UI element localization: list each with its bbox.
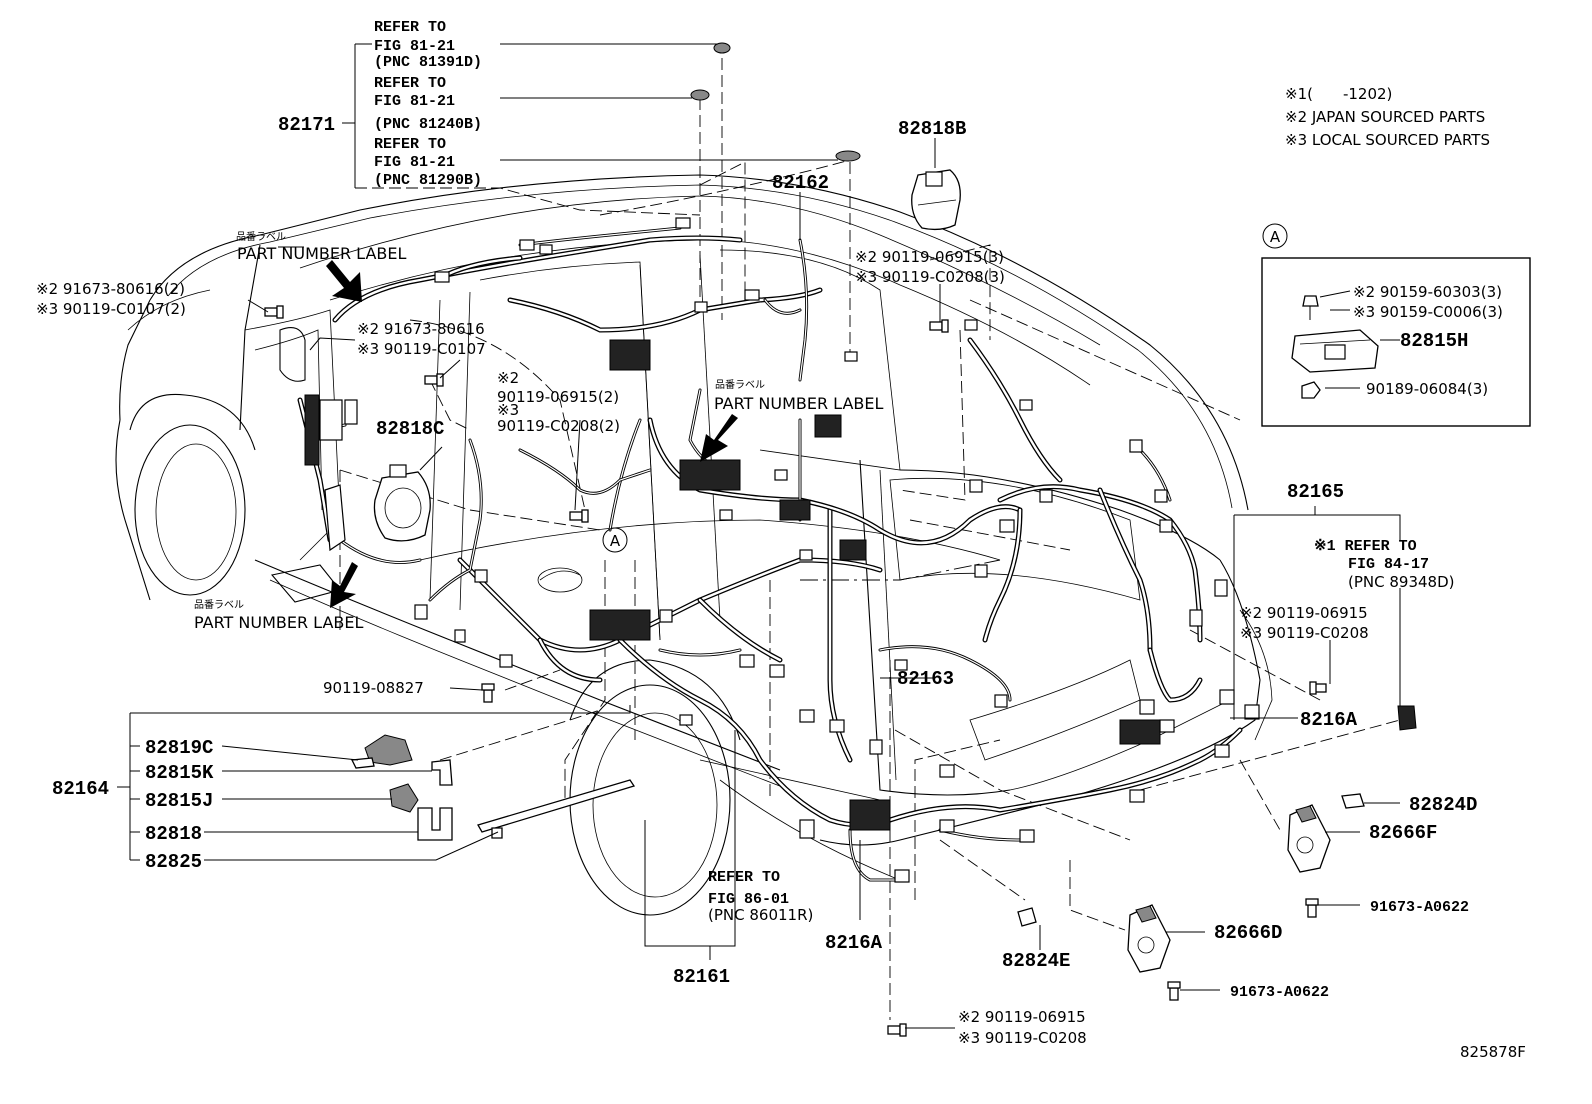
refer-82165-line-3: (PNC 89348D) <box>1348 573 1454 591</box>
part-number-label-3: PART NUMBER LABEL <box>194 613 363 632</box>
fastener-9: 91673-A0622 <box>1230 984 1329 1001</box>
part-82164-label: 82164 <box>52 778 109 800</box>
fastener-5a: ※2 90159-60303(3) <box>1353 283 1502 301</box>
jp-label-3: 品番ラベル <box>194 599 244 611</box>
fastener-2a: ※2 91673-80616 <box>357 320 485 338</box>
part-82818B-sensor <box>911 169 961 231</box>
fastener-3b: 90119-06915(2) <box>497 388 619 406</box>
refer-82161-line-3: (PNC 86011R) <box>708 906 813 924</box>
refer-82161-line-1: REFER TO <box>708 869 780 886</box>
wiring-harness-tailgate-82165 <box>967 337 1203 703</box>
part-82824E-label: 82824E <box>1002 950 1070 972</box>
part-82165-clip <box>1397 705 1417 731</box>
harness-connectors <box>304 217 1260 883</box>
legend-note-2: ※2 JAPAN SOURCED PARTS <box>1285 108 1485 126</box>
part-8216A-right-label: 8216A <box>1300 709 1358 731</box>
part-82818C-label: 82818C <box>376 418 444 440</box>
part-82819C-label: 82819C <box>145 737 213 759</box>
part-82815J <box>389 783 419 813</box>
part-82666D-sensor <box>1127 904 1171 973</box>
fastener-2b: ※3 90119-C0107 <box>357 340 486 358</box>
refer-1-line-3: (PNC 81391D) <box>374 54 482 71</box>
part-82818C-sensor <box>373 464 431 542</box>
part-82824E <box>1017 907 1037 927</box>
refer-2-line-3: (PNC 81240B) <box>374 116 482 133</box>
part-8216A-bottom-label: 8216A <box>825 932 883 954</box>
refer-1-line-2: FIG 81-21 <box>374 38 455 55</box>
part-82815K-label: 82815K <box>145 762 214 784</box>
refer-82161-line-2: FIG 86-01 <box>708 891 789 908</box>
refer-3-line-3: (PNC 81290B) <box>374 172 482 189</box>
refer-2-line-1: REFER TO <box>374 75 446 92</box>
legend-note-1: ※1( -1202) <box>1285 85 1392 103</box>
jp-label-2: 品番ラベル <box>715 379 765 391</box>
leader-solid-lines <box>117 43 1401 1029</box>
refer-3-line-2: FIG 81-21 <box>374 154 455 171</box>
part-82815J-label: 82815J <box>145 790 213 812</box>
part-number-label-2: PART NUMBER LABEL <box>714 394 883 413</box>
part-82818B-label: 82818B <box>898 118 966 140</box>
legend-note-3: ※3 LOCAL SOURCED PARTS <box>1285 131 1490 149</box>
fastener-6b: ※3 90119-C0208 <box>1240 624 1369 642</box>
callout-a-detail-label: A <box>1270 228 1281 246</box>
part-82815K <box>431 759 453 786</box>
fastener-4b: ※3 90119-C0208(3) <box>855 268 1005 286</box>
part-82163-label: 82163 <box>897 668 954 690</box>
fastener-3d: 90119-C0208(2) <box>497 417 620 435</box>
fastener-4a: ※2 90119-06915(3) <box>855 248 1004 266</box>
part-82162-label: 82162 <box>772 172 829 194</box>
refer-3-line-1: REFER TO <box>374 136 446 153</box>
part-82161-label: 82161 <box>673 966 730 988</box>
fastener-1a: ※2 91673-80616(2) <box>36 280 185 298</box>
fastener-1b: ※3 90119-C0107(2) <box>36 300 186 318</box>
detail-a-box <box>1261 257 1531 427</box>
refer-82165-line-1: ※1 REFER TO <box>1314 538 1417 555</box>
part-number-label-arrows <box>326 260 738 608</box>
fastener-6a: ※2 90119-06915 <box>1240 604 1368 622</box>
part-82165-label: 82165 <box>1287 481 1344 503</box>
part-82819C <box>350 734 413 769</box>
callout-a <box>602 223 1288 553</box>
part-82825-label: 82825 <box>145 851 202 873</box>
part-82824D-label: 82824D <box>1409 794 1477 816</box>
fastener-10b: ※3 90119-C0208 <box>958 1029 1087 1047</box>
refer-82165-line-2: FIG 84-17 <box>1348 556 1429 573</box>
part-82815H-label: 82815H <box>1400 330 1468 352</box>
part-82815H-light <box>1291 295 1379 399</box>
vehicle-body-outline <box>115 174 1273 916</box>
jp-label-1: 品番ラベル <box>236 231 286 243</box>
fastener-3c: ※3 <box>497 401 519 419</box>
part-number-label-1: PART NUMBER LABEL <box>237 244 406 263</box>
part-82171-label: 82171 <box>278 114 335 136</box>
fastener-10a: ※2 90119-06915 <box>958 1008 1086 1026</box>
fastener-3a: ※2 <box>497 369 519 387</box>
refer-2-line-2: FIG 81-21 <box>374 93 455 110</box>
fastener-7: 90119-08827 <box>323 679 424 697</box>
part-82824D <box>1341 793 1365 809</box>
roof-clips <box>690 42 861 162</box>
callout-a-label: A <box>610 532 621 550</box>
fastener-5b: ※3 90159-C0006(3) <box>1353 303 1503 321</box>
bolt-icons <box>264 305 1327 1037</box>
fastener-8: 91673-A0622 <box>1370 899 1469 916</box>
refer-1-line-1: REFER TO <box>374 19 446 36</box>
part-82666F-label: 82666F <box>1369 822 1437 844</box>
part-82818-label: 82818 <box>145 823 202 845</box>
part-82666D-label: 82666D <box>1214 922 1282 944</box>
fastener-5c: 90189-06084(3) <box>1366 380 1488 398</box>
diagram-id: 825878F <box>1460 1043 1526 1061</box>
part-82825-strip <box>477 779 636 839</box>
part-82666F-sensor <box>1287 804 1331 873</box>
part-82818 <box>417 807 453 841</box>
